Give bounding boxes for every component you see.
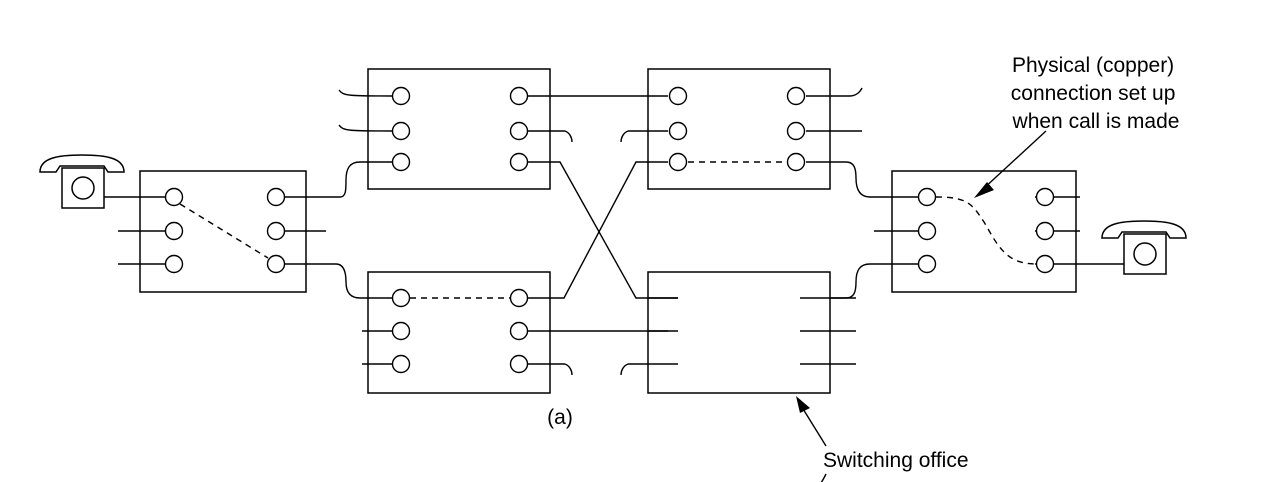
trunk-lines bbox=[326, 161, 918, 299]
switching-office-arrow bbox=[796, 396, 827, 482]
right-end-office-switch bbox=[874, 170, 1140, 293]
switching-office-label: Switching office bbox=[823, 449, 969, 472]
physical-connection-arrow bbox=[974, 130, 1047, 198]
right-telephone-icon bbox=[1101, 220, 1187, 275]
left-telephone-icon bbox=[39, 154, 125, 209]
physical-connection-label: Physical (copper) connection set up when… bbox=[1011, 54, 1181, 133]
bottom-left-switch bbox=[362, 271, 668, 394]
top-left-switch bbox=[338, 68, 668, 190]
left-end-office-switch bbox=[104, 170, 326, 293]
top-right-switch bbox=[620, 68, 863, 190]
figure-tag: (a) bbox=[547, 406, 573, 429]
bottom-right-switch bbox=[620, 271, 856, 394]
